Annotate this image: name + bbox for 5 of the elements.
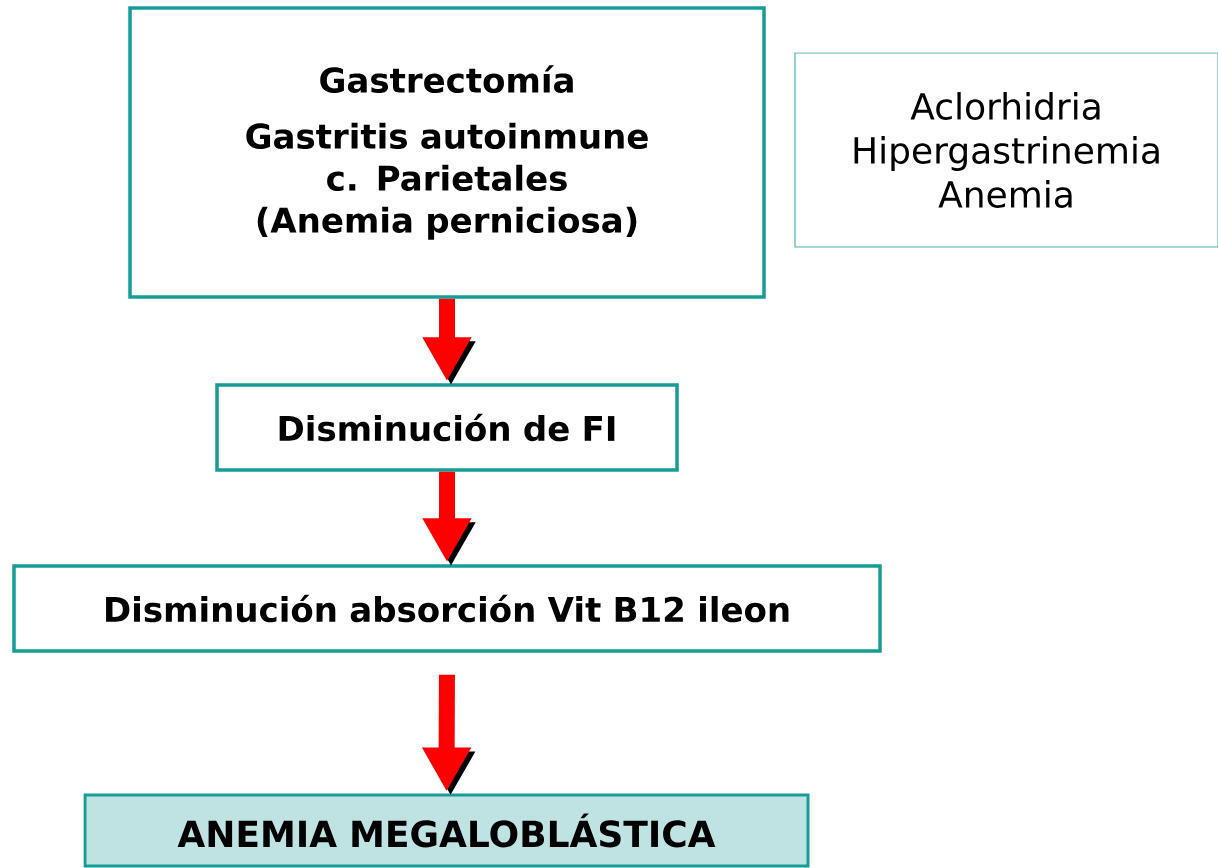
note-box: Aclorhidria Hipergastrinemia Anemia [794,52,1218,248]
result-box: ANEMIA MEGALOBLÁSTICA [83,793,810,868]
process-box: Gastrectomía Gastritis autoinmune c. Parietales (Anemia perniciosa) [128,6,766,299]
process-box: Disminución de FI [215,383,679,472]
process-box: Disminución absorción Vit B12 ileon [12,564,882,653]
